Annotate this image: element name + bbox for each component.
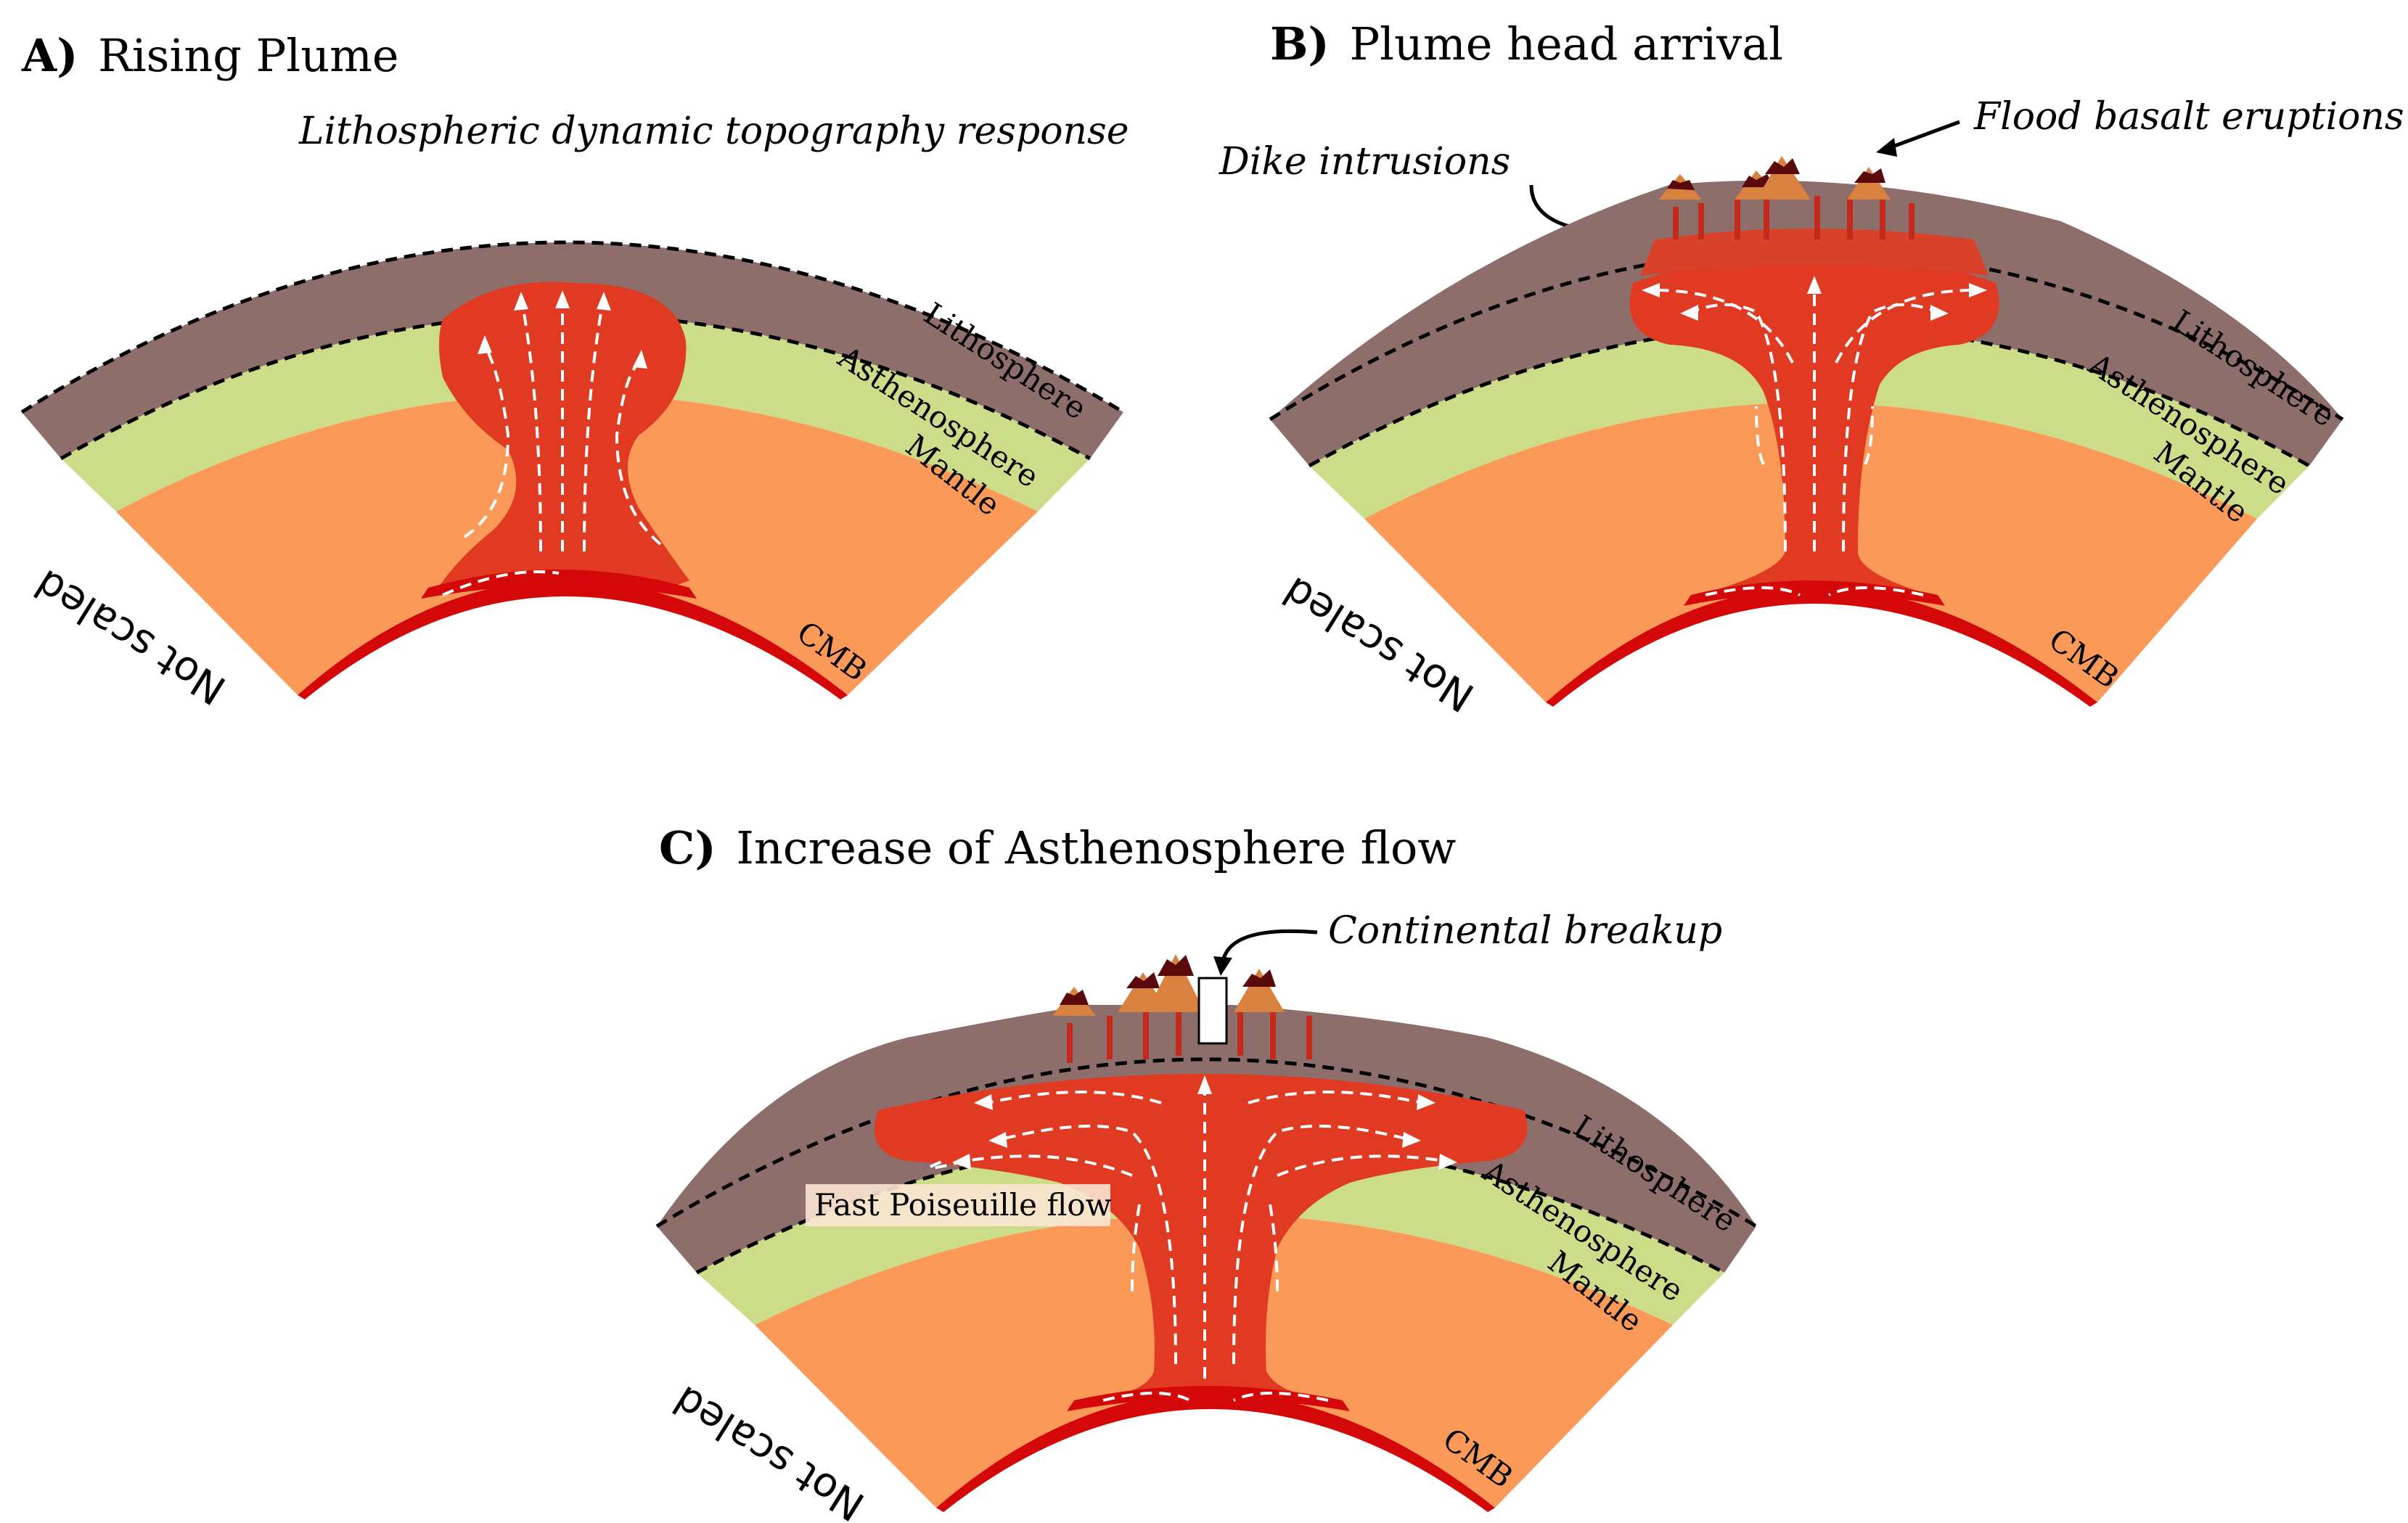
annotation-fast-poiseuille-flow: Fast Poiseuille flow — [814, 1187, 1112, 1223]
flood-basalt-volcanoes — [1658, 156, 1891, 200]
flow-arrows — [927, 1088, 1445, 1402]
lithosphere-layer — [22, 242, 1123, 459]
plume-base — [1067, 1386, 1350, 1411]
dike-intrusions — [1673, 196, 1914, 239]
flow-arrows — [1654, 289, 1975, 596]
continental-rift-gap — [1197, 977, 1228, 1045]
lithosphere-top-boundary — [20, 240, 1125, 414]
panel-b: B) Plume head arrival Dike intrusions Fl… — [1219, 17, 2404, 721]
dike-intrusions — [1067, 1012, 1312, 1063]
flow-arrowheads — [1642, 276, 1987, 321]
flow-arrowheads — [478, 290, 647, 369]
panel-c: C) Increase of Asthenosphere flow Contin… — [655, 821, 1758, 1523]
plume-head — [1640, 229, 1989, 276]
flood-basalt-callout-arrow — [1886, 120, 1960, 151]
poiseuille-label-bg — [806, 1184, 1110, 1226]
core-mantle-boundary — [936, 1392, 1495, 1512]
annotation-continental-breakup: Continental breakup — [1328, 909, 1722, 953]
annotation-lithospheric-topography: Lithospheric dynamic topography response — [298, 110, 1129, 153]
asthenosphere-layer — [1309, 325, 2309, 519]
asthenosphere-layer — [697, 1137, 1724, 1325]
asthenosphere-layer — [61, 314, 1090, 512]
annotation-dike-intrusions: Dike intrusions — [1219, 140, 1510, 184]
panel-a: A) Rising Plume Lithospheric dynamic top… — [20, 29, 1129, 713]
breakup-volcanoes — [1052, 954, 1285, 1016]
panel-a-title: A) Rising Plume — [21, 29, 399, 82]
breakup-callout-arrow — [1221, 929, 1318, 962]
flow-arrowheads — [952, 1075, 1457, 1170]
plume — [1629, 250, 1999, 595]
lithosphere-layer — [657, 1005, 1756, 1273]
panel-b-title: B) Plume head arrival — [1270, 17, 1783, 70]
panel-c-title: C) Increase of Asthenosphere flow — [659, 821, 1456, 874]
flow-arrows — [442, 304, 662, 596]
plume-base — [421, 570, 697, 599]
core-mantle-boundary — [1546, 587, 2097, 707]
core-mantle-boundary — [298, 580, 848, 699]
annotation-flood-basalt: Flood basalt eruptions — [1973, 95, 2404, 139]
